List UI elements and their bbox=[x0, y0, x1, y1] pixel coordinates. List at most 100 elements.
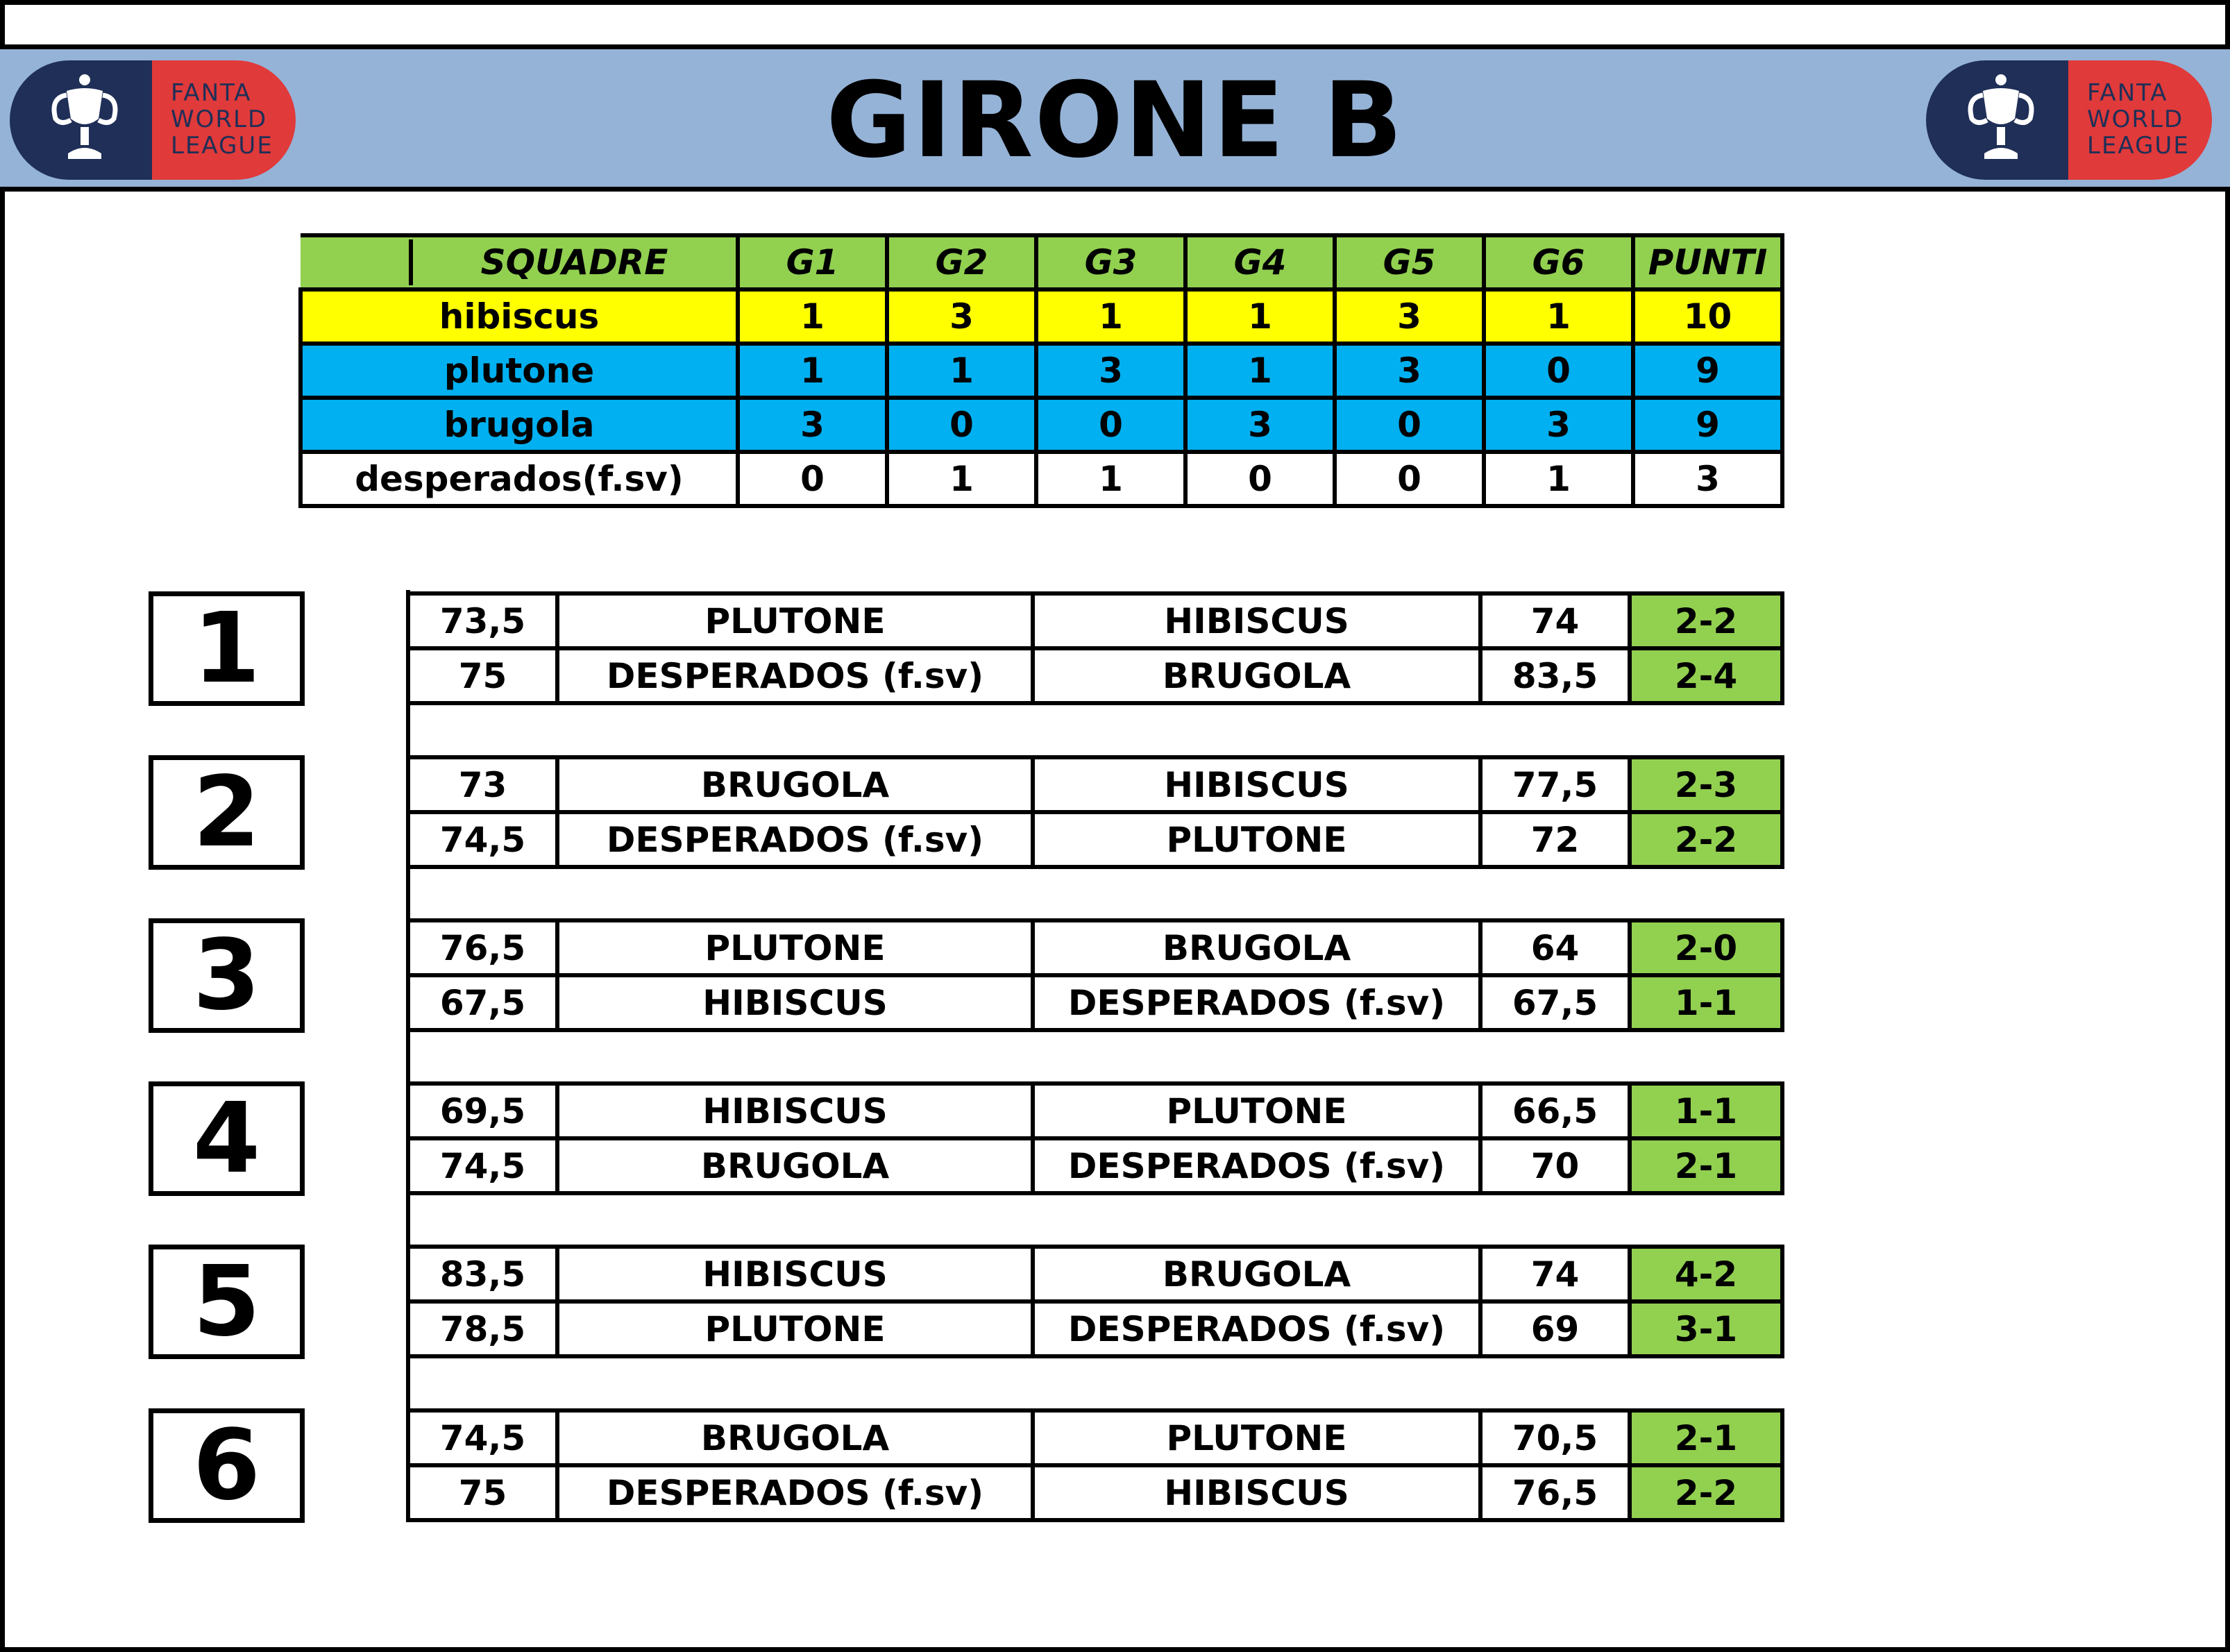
logo-line-2: WORLD bbox=[2087, 106, 2184, 133]
match-result: 2-1 bbox=[1628, 1408, 1784, 1467]
match-result: 3-1 bbox=[1628, 1299, 1784, 1358]
away-score: 77,5 bbox=[1478, 755, 1632, 814]
home-team: BRUGOLA bbox=[555, 755, 1035, 814]
round-points: 1 bbox=[1034, 287, 1188, 346]
match-row: 67,5 HIBISCUS DESPERADOS (f.sv) 67,5 1-1 bbox=[406, 973, 1784, 1032]
team-name: desperados(f.sv) bbox=[298, 450, 740, 508]
match-row: 74,5 DESPERADOS (f.sv) PLUTONE 72 2-2 bbox=[406, 810, 1784, 869]
match-result: 1-1 bbox=[1628, 973, 1784, 1032]
logo-line-1: FANTA bbox=[171, 79, 252, 107]
home-team: HIBISCUS bbox=[555, 1081, 1035, 1140]
league-logo-right: FANTA WORLD LEAGUE bbox=[1926, 60, 2212, 180]
logo-red-half bbox=[2068, 60, 2212, 180]
match-row: 75 DESPERADOS (f.sv) HIBISCUS 76,5 2-2 bbox=[406, 1463, 1784, 1522]
round-points: 0 bbox=[1333, 396, 1486, 454]
away-score: 76,5 bbox=[1478, 1463, 1632, 1522]
round-points: 3 bbox=[736, 396, 889, 454]
round-points: 3 bbox=[885, 287, 1038, 346]
round-points: 0 bbox=[1333, 450, 1486, 508]
away-team: DESPERADOS (f.sv) bbox=[1031, 1299, 1483, 1358]
home-score: 76,5 bbox=[406, 918, 559, 977]
team-name: hibiscus bbox=[298, 287, 740, 346]
standings-row: brugola 3 0 0 3 0 3 9 bbox=[298, 396, 1784, 454]
round-points: 1 bbox=[736, 342, 889, 400]
match-result: 2-2 bbox=[1628, 591, 1784, 650]
away-score: 72 bbox=[1478, 810, 1632, 869]
home-score: 73 bbox=[406, 755, 559, 814]
page-title: GIRONE B bbox=[826, 60, 1404, 181]
match-row: 74,5 BRUGOLA DESPERADOS (f.sv) 70 2-1 bbox=[406, 1136, 1784, 1195]
away-score: 66,5 bbox=[1478, 1081, 1632, 1140]
round-points: 1 bbox=[1183, 342, 1337, 400]
away-score: 67,5 bbox=[1478, 973, 1632, 1032]
home-score: 69,5 bbox=[406, 1081, 559, 1140]
match-row: 76,5 PLUTONE BRUGOLA 64 2-0 bbox=[406, 918, 1784, 977]
logo-text: FANTA WORLD LEAGUE bbox=[171, 80, 289, 159]
round-table: 73,5 PLUTONE HIBISCUS 74 2-2 75 DESPERAD… bbox=[406, 591, 1784, 705]
round-points: 0 bbox=[1034, 396, 1188, 454]
total-points: 9 bbox=[1631, 342, 1784, 400]
away-team: DESPERADOS (f.sv) bbox=[1031, 1136, 1483, 1195]
rounds-connector-line bbox=[406, 590, 412, 1520]
total-points: 10 bbox=[1631, 287, 1784, 346]
round-points: 0 bbox=[1482, 342, 1635, 400]
match-row: 83,5 HIBISCUS BRUGOLA 74 4-2 bbox=[406, 1245, 1784, 1304]
round-table: 69,5 HIBISCUS PLUTONE 66,5 1-1 74,5 BRUG… bbox=[406, 1081, 1784, 1195]
home-team: BRUGOLA bbox=[555, 1136, 1035, 1195]
away-score: 69 bbox=[1478, 1299, 1632, 1358]
home-team: PLUTONE bbox=[555, 591, 1035, 650]
round-points: 1 bbox=[1482, 287, 1635, 346]
round-points: 3 bbox=[1333, 287, 1486, 346]
home-score: 75 bbox=[406, 1463, 559, 1522]
home-team: DESPERADOS (f.sv) bbox=[555, 646, 1035, 705]
home-score: 74,5 bbox=[406, 810, 559, 869]
match-result: 2-3 bbox=[1628, 755, 1784, 814]
standings-table: SQUADRE G1 G2 G3 G4 G5 G6 PUNTI hibiscus… bbox=[298, 233, 1784, 508]
standings-header-g3: G3 bbox=[1034, 233, 1188, 292]
home-team: HIBISCUS bbox=[555, 973, 1035, 1032]
round-points: 1 bbox=[885, 450, 1038, 508]
round-table: 83,5 HIBISCUS BRUGOLA 74 4-2 78,5 PLUTON… bbox=[406, 1245, 1784, 1358]
match-result: 1-1 bbox=[1628, 1081, 1784, 1140]
team-name: brugola bbox=[298, 396, 740, 454]
home-score: 75 bbox=[406, 646, 559, 705]
away-team: HIBISCUS bbox=[1031, 591, 1483, 650]
standings-header-g2: G2 bbox=[885, 233, 1038, 292]
away-score: 64 bbox=[1478, 918, 1632, 977]
round-number-box: 2 bbox=[149, 755, 305, 870]
round-points: 0 bbox=[1183, 450, 1337, 508]
round-number-box: 5 bbox=[149, 1245, 305, 1359]
round-number-box: 6 bbox=[149, 1408, 305, 1523]
match-result: 4-2 bbox=[1628, 1245, 1784, 1304]
round-number-box: 3 bbox=[149, 918, 305, 1033]
standings-row: plutone 1 1 3 1 3 0 9 bbox=[298, 342, 1784, 400]
away-team: PLUTONE bbox=[1031, 810, 1483, 869]
standings-header-punti: PUNTI bbox=[1631, 233, 1784, 292]
round-points: 0 bbox=[736, 450, 889, 508]
round-number-box: 1 bbox=[149, 591, 305, 706]
home-score: 67,5 bbox=[406, 973, 559, 1032]
away-score: 83,5 bbox=[1478, 646, 1632, 705]
total-points: 9 bbox=[1631, 396, 1784, 454]
total-points: 3 bbox=[1631, 450, 1784, 508]
round-number-box: 4 bbox=[149, 1081, 305, 1196]
home-score: 73,5 bbox=[406, 591, 559, 650]
logo-line-3: LEAGUE bbox=[2087, 132, 2190, 160]
home-team: HIBISCUS bbox=[555, 1245, 1035, 1304]
away-score: 74 bbox=[1478, 1245, 1632, 1304]
match-result: 2-4 bbox=[1628, 646, 1784, 705]
round-points: 3 bbox=[1183, 396, 1337, 454]
away-team: DESPERADOS (f.sv) bbox=[1031, 973, 1483, 1032]
away-team: PLUTONE bbox=[1031, 1081, 1483, 1140]
round-points: 3 bbox=[1333, 342, 1486, 400]
standings-header-g4: G4 bbox=[1183, 233, 1337, 292]
home-score: 78,5 bbox=[406, 1299, 559, 1358]
match-result: 2-2 bbox=[1628, 810, 1784, 869]
home-team: PLUTONE bbox=[555, 1299, 1035, 1358]
standings-header-g1: G1 bbox=[736, 233, 889, 292]
round-table: 73 BRUGOLA HIBISCUS 77,5 2-3 74,5 DESPER… bbox=[406, 755, 1784, 869]
match-result: 2-0 bbox=[1628, 918, 1784, 977]
standings-row: hibiscus 1 3 1 1 3 1 10 bbox=[298, 287, 1784, 346]
home-score: 74,5 bbox=[406, 1136, 559, 1195]
